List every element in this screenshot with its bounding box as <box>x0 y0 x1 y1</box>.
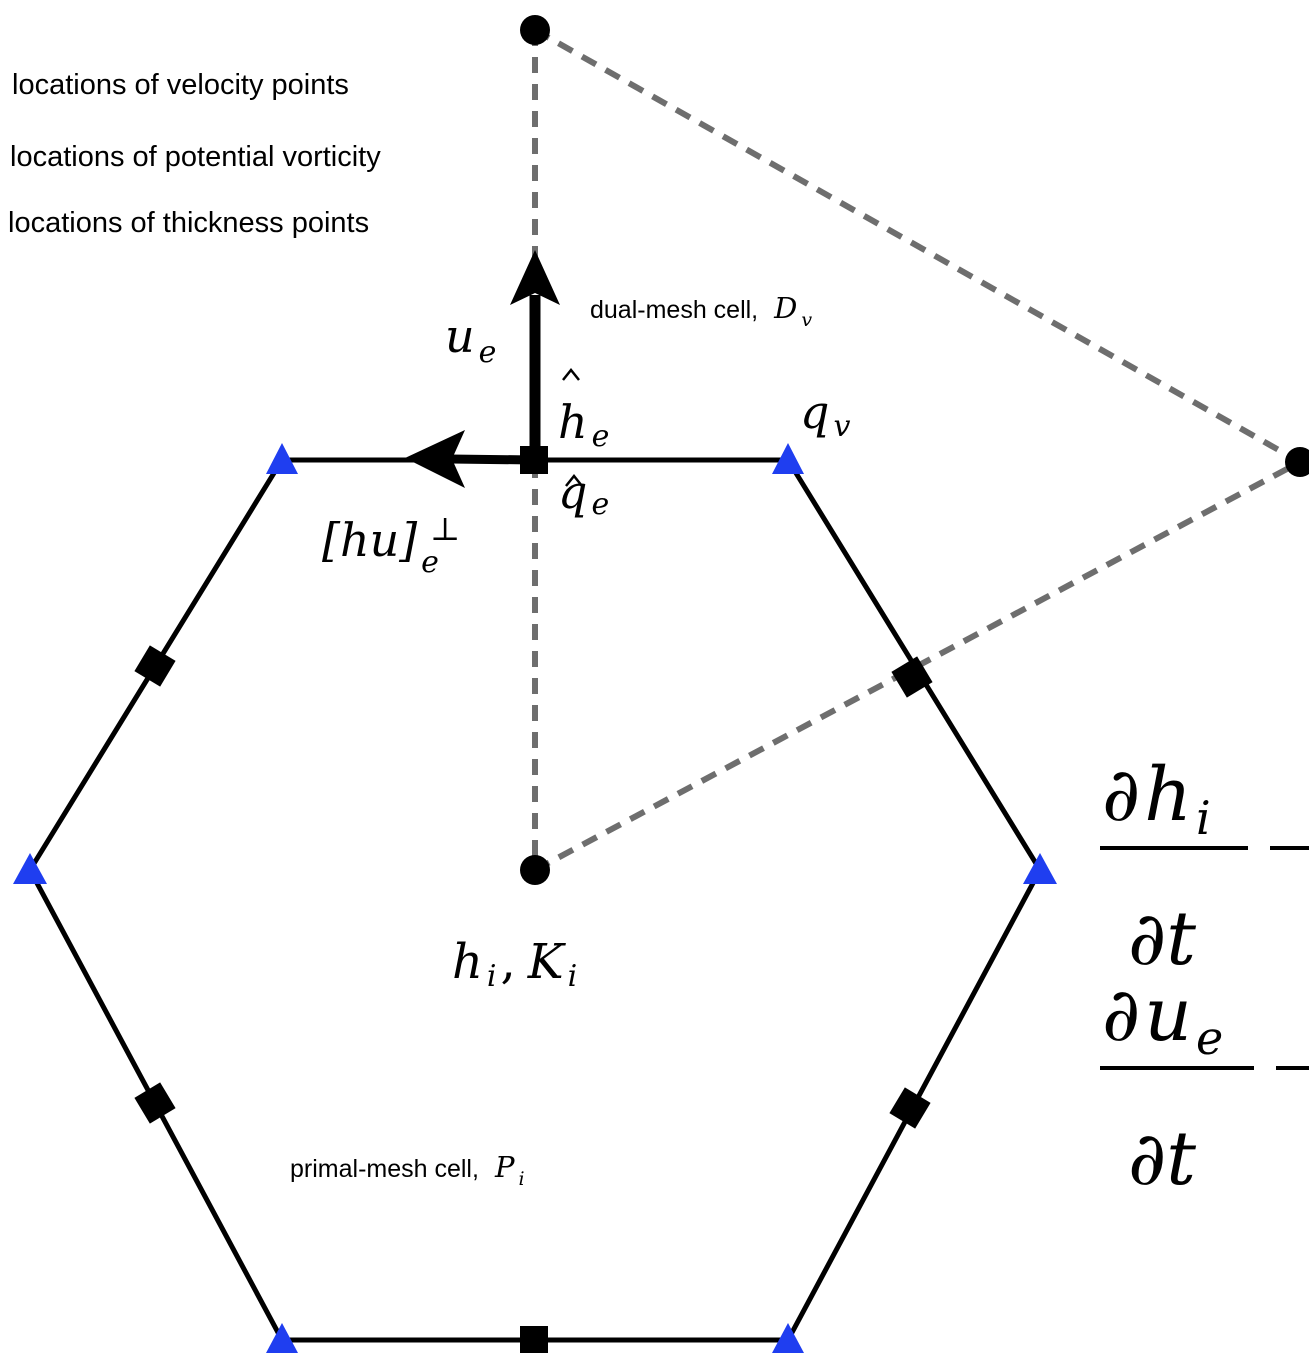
eq2-numerator: ∂ u e <box>1102 972 1223 1065</box>
vorticity-points <box>13 443 1057 1353</box>
velocity-square <box>134 645 176 687</box>
vorticity-triangle <box>1023 853 1057 884</box>
eq1-numerator: ∂ h i <box>1102 752 1211 845</box>
hi-base: h <box>452 934 483 990</box>
q-hat-label: q e <box>558 465 609 522</box>
primal-cell-label: primal-mesh cell, P i <box>290 1150 525 1190</box>
h-hat-label: h e <box>558 395 609 454</box>
vorticity-triangle <box>13 853 47 884</box>
u-e-base: u <box>445 309 475 363</box>
u-e-label: u e <box>445 309 496 370</box>
velocity-square <box>134 1082 176 1124</box>
legend-velocity-text: locations of velocity points <box>12 69 349 101</box>
hi-ki-comma: , <box>501 934 516 990</box>
eq2-num-var: u <box>1144 972 1192 1058</box>
hi-sub: i <box>487 959 497 994</box>
eq1-denominator: ∂t <box>1128 896 1196 982</box>
hi-ki-label: h i , K i <box>452 934 577 994</box>
legend-vorticity-text: locations of potential vorticity <box>10 141 381 173</box>
velocity-points <box>134 446 933 1353</box>
q-hat-base: q <box>558 465 587 519</box>
q-v-sub: v <box>833 409 850 444</box>
q-v-base: q <box>800 385 829 439</box>
equation-momentum: ∂ u e ∂t <box>1100 972 1309 1202</box>
eq1-num-partial: ∂ <box>1102 752 1140 838</box>
vorticity-triangle <box>266 1323 298 1353</box>
dual-cell-text: dual-mesh cell, <box>590 296 758 324</box>
flux-arrow <box>405 430 536 488</box>
vorticity-triangle <box>266 443 298 474</box>
dual-cell-symbol: D <box>773 291 797 325</box>
hu-perp-body: [hu] <box>322 513 417 567</box>
hu-perp-label: [hu] e <box>322 513 439 580</box>
velocity-square <box>520 1326 548 1353</box>
thickness-circle <box>520 15 550 45</box>
thickness-circle <box>1285 447 1309 477</box>
eq1-num-sub: i <box>1196 791 1211 845</box>
q-v-label: q v <box>800 385 850 444</box>
primal-hexagon <box>27 457 1043 1343</box>
q-hat-sub: e <box>591 487 609 522</box>
vorticity-triangle <box>772 443 804 474</box>
u-e-sub: e <box>479 335 497 370</box>
dual-mesh-edges <box>532 27 1302 873</box>
dual-edge-top-right <box>533 27 1302 465</box>
dual-cell-label: dual-mesh cell, D v <box>590 291 812 331</box>
thickness-circle <box>520 855 550 885</box>
velocity-arrow <box>510 250 560 460</box>
flux-arrowhead <box>405 430 465 488</box>
primal-cell-symbol-sub: i <box>518 1168 524 1190</box>
flux-arrow-shaft <box>449 454 536 465</box>
hu-perp-sub: e <box>421 545 439 580</box>
h-hat-caret <box>562 367 580 381</box>
eq2-denominator: ∂t <box>1128 1116 1196 1202</box>
ki-base: K <box>527 934 567 990</box>
eq1-num-var: h <box>1144 752 1192 838</box>
equation-continuity: ∂ h i ∂t <box>1100 752 1309 982</box>
primal-cell-symbol: P <box>494 1150 515 1184</box>
primal-cell-text: primal-mesh cell, <box>290 1155 479 1183</box>
eq2-num-sub: e <box>1196 1011 1223 1065</box>
q-hat-caret <box>565 473 583 487</box>
thickness-points <box>520 15 1309 885</box>
h-hat-sub: e <box>592 419 610 454</box>
ki-sub: i <box>568 959 578 994</box>
h-hat-base: h <box>558 395 588 449</box>
vorticity-triangle <box>772 1323 804 1353</box>
velocity-square <box>889 1087 931 1129</box>
hu-perp-sup: ⊥ <box>430 510 460 548</box>
velocity-square <box>891 656 933 698</box>
velocity-arrowhead <box>510 250 560 305</box>
eq2-num-partial: ∂ <box>1102 972 1140 1058</box>
dual-cell-symbol-sub: v <box>801 309 812 331</box>
legend-thickness-text: locations of thickness points <box>8 207 369 239</box>
